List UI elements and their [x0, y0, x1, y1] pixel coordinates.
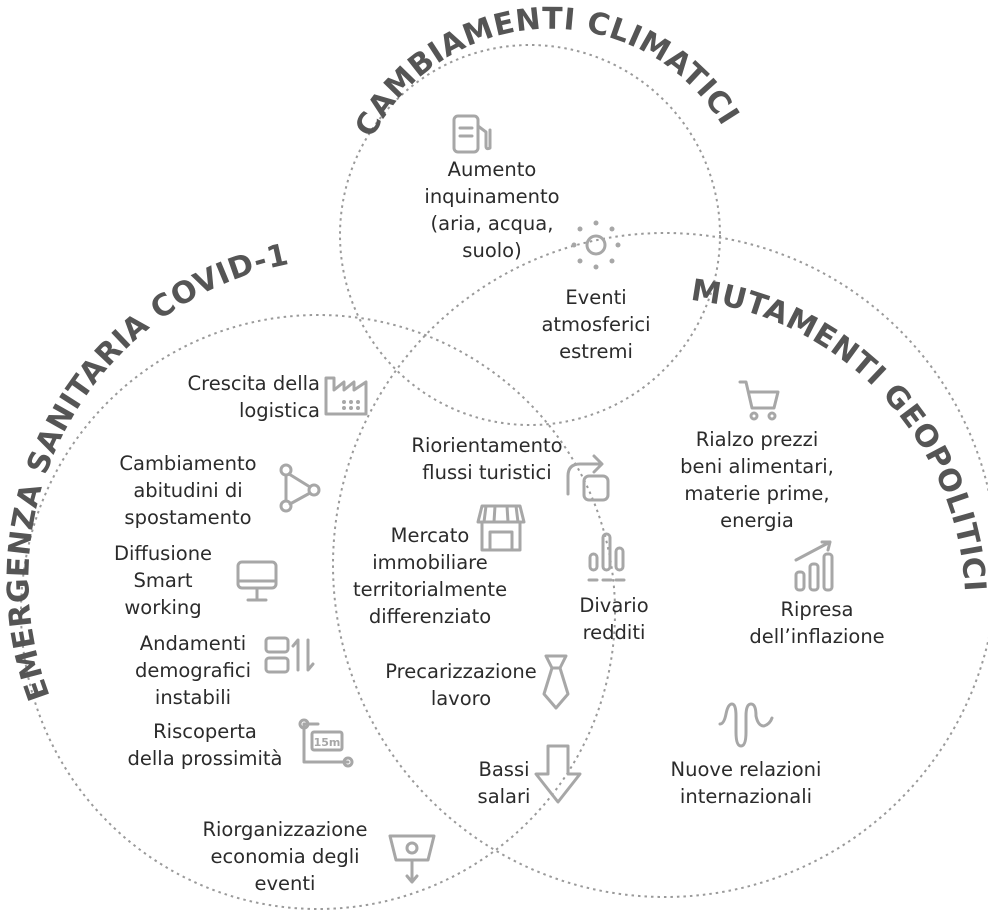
label-smart-working: Diffusione Smart working — [113, 542, 213, 619]
factory-icon — [324, 376, 368, 416]
label-events-economy: Riorganizzazione economia degli eventi — [202, 818, 368, 895]
shopping-cart-icon — [738, 380, 780, 421]
bar-chart-icon — [587, 532, 626, 582]
circle-climate — [339, 44, 721, 426]
shop-icon — [476, 504, 526, 552]
label-mobility: Cambiamento abitudini di spostamento — [119, 452, 257, 529]
svg-text:15m: 15m — [314, 736, 341, 749]
label-proximity: Riscoperta della prossimità — [127, 720, 283, 770]
sun-icon — [571, 220, 621, 270]
network-triangle-icon — [279, 463, 321, 513]
label-extreme-weather: Eventi atmosferici estremi — [541, 286, 651, 363]
redirect-arrow-icon — [566, 454, 610, 502]
sort-arrows-icon — [264, 636, 315, 674]
label-low-wages: Bassi salari — [477, 758, 531, 808]
arrow-down-icon — [534, 744, 582, 804]
ticket-machine-icon — [388, 834, 436, 884]
growth-chart-icon — [794, 540, 834, 592]
label-inflation: Ripresa dell’inflazione — [749, 598, 885, 648]
label-demographics: Andamenti demografici instabili — [134, 632, 252, 709]
tie-icon — [542, 654, 570, 710]
label-logistics: Crescita della logistica — [187, 372, 320, 422]
label-income-gap: Divario redditi — [579, 594, 649, 644]
title-climate: CAMBIAMENTI CLIMATICI — [348, 2, 746, 143]
label-precarity: Precarizzazione lavoro — [385, 660, 537, 710]
monitor-icon — [236, 560, 278, 602]
label-tourism: Riorientamento flussi turistici — [411, 434, 563, 484]
label-international: Nuove relazioni internazionali — [670, 758, 822, 808]
label-food-prices: Rialzo prezzi beni alimentari, materie p… — [680, 428, 834, 532]
distance-15m-icon: 15m — [298, 718, 354, 768]
label-real-estate: Mercato immobiliare territorialmente dif… — [352, 524, 508, 628]
label-pollution: Aumento inquinamento (aria, acqua, suolo… — [424, 158, 560, 262]
fuel-pump-icon — [452, 114, 492, 154]
circle-covid — [20, 314, 616, 910]
wave-icon — [718, 702, 774, 748]
circle-geo — [332, 232, 988, 898]
